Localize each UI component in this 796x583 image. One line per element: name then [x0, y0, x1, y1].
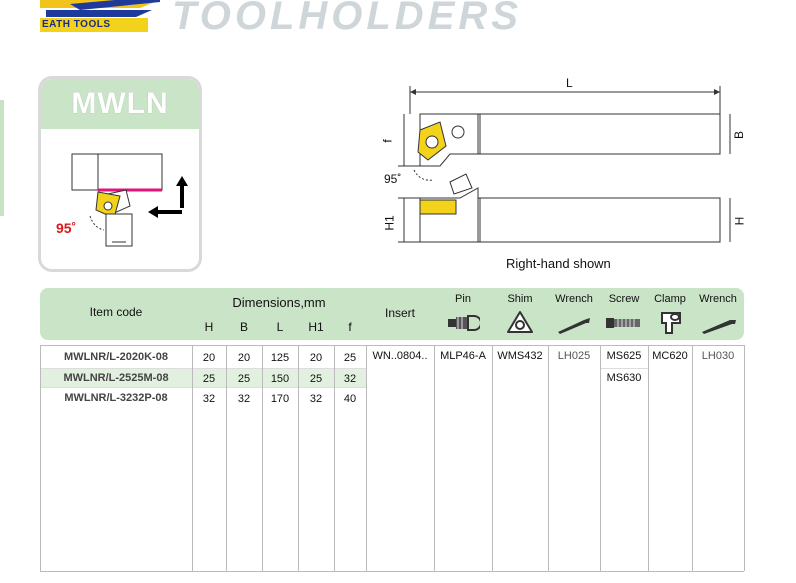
dim-label-B: B [732, 130, 747, 140]
row-divider [40, 387, 366, 388]
pin-header: Pin [455, 293, 471, 305]
table-cell: 125 [270, 352, 290, 364]
col-divider [192, 345, 193, 571]
table-cell: 32 [309, 393, 323, 405]
table-cell: 170 [270, 393, 290, 405]
table-cell: 40 [343, 393, 357, 405]
table-cell: 25 [343, 352, 357, 364]
side-tab-strip [0, 100, 4, 216]
dim-label-L: L [566, 76, 573, 90]
table-cell: 150 [270, 373, 290, 385]
table-row-code: MWLNR/L-2525M-08 [63, 372, 169, 384]
table-cell: 25 [202, 373, 216, 385]
shim-value: WMS432 [497, 350, 543, 362]
hex-wrench-icon [702, 320, 736, 334]
col-divider [366, 345, 367, 571]
drawing-angle-label: 95˚ [384, 172, 402, 186]
dim-col-B: B [239, 320, 248, 334]
dim-col-L: L [276, 320, 284, 334]
wrench-icon [558, 318, 590, 334]
col-divider [600, 345, 601, 571]
logo-text: EATH TOOLS [42, 19, 111, 30]
brand-logo [40, 0, 160, 32]
card-angle-label: 95˚ [56, 220, 77, 236]
table-bottom-rule [40, 571, 744, 572]
screw-value: MS625 [606, 350, 642, 362]
col-divider [334, 345, 335, 571]
clamp-icon [661, 312, 681, 334]
col-divider [744, 345, 745, 571]
dim-col-H1: H1 [308, 320, 324, 334]
insert-value: WN..0804.. [372, 350, 428, 362]
table-cell: 32 [343, 373, 357, 385]
table-cell: 25 [309, 373, 323, 385]
shim-icon [507, 311, 533, 333]
col-divider [548, 345, 549, 571]
table-header [40, 288, 744, 340]
item-code-header: Item code [89, 305, 143, 319]
col-divider [492, 345, 493, 571]
col-divider [298, 345, 299, 571]
col-divider [226, 345, 227, 571]
shim-header: Shim [507, 293, 533, 305]
pin-value: MLP46-A [440, 350, 486, 362]
technical-drawing [398, 86, 731, 243]
screw-value: MS630 [606, 372, 642, 384]
table-cell: 32 [202, 393, 216, 405]
model-card-header [41, 79, 199, 129]
dimensions-header: Dimensions,mm [232, 295, 326, 310]
row-divider [600, 368, 648, 369]
wrench2-value: LH030 [701, 350, 735, 362]
col-divider [262, 345, 263, 571]
table-row-code: MWLNR/L-3232P-08 [64, 392, 168, 404]
pin-icon [448, 315, 480, 331]
drawing-caption: Right-hand shown [506, 256, 611, 271]
clamp-value: MC620 [652, 350, 688, 362]
table-cell: 20 [202, 352, 216, 364]
table-row-highlight [40, 369, 366, 387]
table-cell: 32 [237, 393, 251, 405]
wrench-value: LH025 [557, 350, 591, 362]
screw-icon [606, 318, 640, 328]
table-cell: 20 [237, 352, 251, 364]
dim-label-H: H [732, 216, 747, 226]
wrench-header: Wrench [555, 293, 593, 305]
dim-col-f: f [348, 320, 352, 334]
col-divider [648, 345, 649, 571]
table-row-code: MWLNR/L-2020K-08 [64, 351, 168, 363]
model-card-title: MWLN [71, 87, 169, 120]
page-title: TOOLHOLDERS [172, 0, 522, 38]
table-cell: 25 [237, 373, 251, 385]
table-top-rule [40, 345, 744, 346]
clamp-header: Clamp [654, 293, 686, 305]
col-divider [692, 345, 693, 571]
col-divider [40, 345, 41, 571]
screw-header: Screw [608, 293, 640, 305]
dim-label-H1: H1 [382, 215, 397, 231]
col-divider [434, 345, 435, 571]
dim-col-H: H [204, 320, 214, 334]
holder-sketch-icon [71, 153, 188, 247]
row-divider [40, 368, 366, 369]
dim-label-f: f [380, 139, 395, 143]
wrench2-header: Wrench [699, 293, 737, 305]
model-card: MWLN [38, 76, 202, 272]
table-cell: 20 [309, 352, 323, 364]
insert-header: Insert [384, 306, 415, 320]
